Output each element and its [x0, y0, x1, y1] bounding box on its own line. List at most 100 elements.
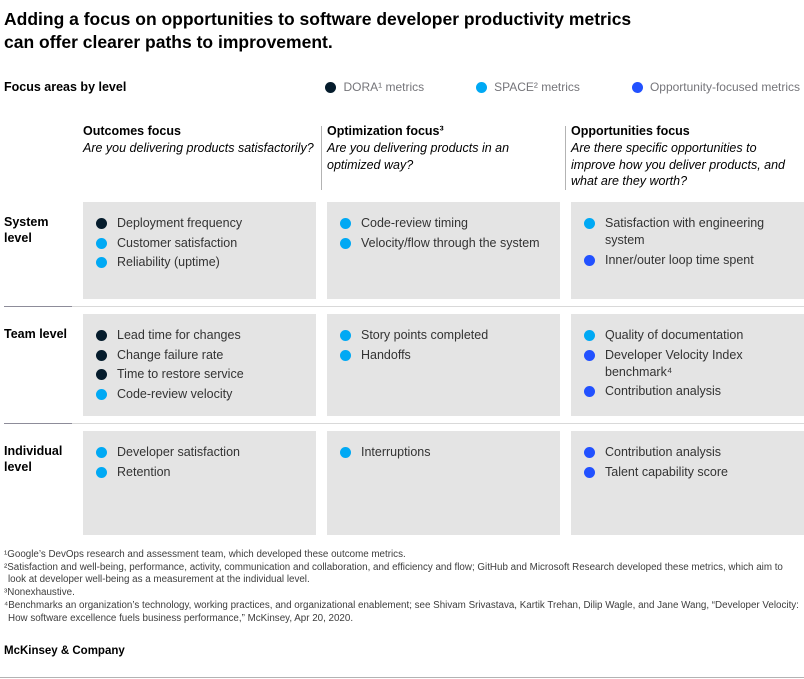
focus-areas-label: Focus areas by level: [4, 80, 127, 94]
metric-label: Contribution analysis: [605, 445, 722, 459]
metric-label: Retention: [117, 464, 171, 479]
metric-label: Satisfaction with engineering system: [605, 216, 765, 247]
opportunity-dot-icon: [584, 349, 595, 361]
dora-dot-icon: [96, 349, 107, 361]
metric-label: Handoffs: [361, 347, 411, 362]
legend-label-dora: DORA¹ metrics: [343, 80, 425, 94]
space-dot-icon: [584, 330, 595, 341]
footnotes: ¹Google’s DevOps research and assessment…: [4, 549, 804, 625]
metric-item: Talent capability score: [584, 464, 792, 481]
legend-item-dora: DORA¹ metrics: [325, 80, 424, 94]
space-dot-icon: [340, 237, 351, 249]
footnote-2: ²Satisfaction and well-being, performanc…: [4, 561, 783, 586]
legend-label-opportunity: Opportunity-focused metrics: [649, 80, 800, 94]
metric-label: Code-review timing: [361, 216, 468, 230]
metric-item: Lead time for changes: [96, 327, 304, 344]
column-header-opportunities: Opportunities focus Are there specific o…: [565, 124, 804, 202]
row-label-individual-level: Individual level: [4, 444, 63, 474]
metric-label: Developer Velocity Index benchmark⁴: [605, 347, 743, 379]
metric-item: Developer satisfaction: [96, 444, 304, 461]
row-label-team-level: Team level: [4, 327, 68, 341]
metric-label: Reliability (uptime): [117, 255, 220, 269]
space-dot-icon: [96, 257, 107, 268]
metric-label: Quality of documentation: [605, 328, 744, 342]
exhibit-title-line2: can offer clearer paths to improvement.: [4, 32, 333, 52]
space-dot-icon: [340, 349, 351, 361]
column-title: Opportunities focus: [571, 124, 690, 138]
metric-item: Satisfaction with engineering system: [584, 215, 792, 249]
opportunity-dot-icon: [584, 386, 595, 397]
metric-label: Inner/outer loop time spent: [605, 252, 754, 267]
opportunity-dot-icon: [584, 447, 595, 458]
metric-item: Deployment frequency: [96, 215, 304, 232]
opportunity-dot-icon: [584, 466, 595, 478]
row-divider: [4, 306, 804, 307]
legend-item-opportunity: Opportunity-focused metrics: [631, 80, 800, 94]
metric-item: Handoffs: [340, 347, 548, 364]
cell-individual-optimization: Interruptions: [327, 431, 560, 535]
metrics-table: Outcomes focus Are you delivering produc…: [4, 124, 804, 535]
space-dot-icon: [96, 388, 107, 400]
metric-item: Time to restore service: [96, 366, 304, 383]
footnote-4: ⁴Benchmarks an organization’s technology…: [4, 599, 799, 624]
metric-item: Customer satisfaction: [96, 235, 304, 252]
metric-item: Retention: [96, 464, 304, 481]
space-dot-icon: [96, 466, 107, 478]
legend-row: Focus areas by level DORA¹ metrics SPACE…: [4, 80, 804, 94]
mckinsey-brand: McKinsey & Company: [4, 645, 125, 658]
metric-item: Reliability (uptime): [96, 254, 304, 271]
metric-label: Interruptions: [361, 445, 431, 459]
legend: DORA¹ metrics SPACE² metrics Opportunity…: [325, 80, 800, 94]
metric-item: Story points completed: [340, 327, 548, 344]
metric-item: Change failure rate: [96, 347, 304, 364]
dora-dot-icon: [96, 218, 107, 229]
opportunity-dot-icon: [584, 254, 595, 266]
column-title: Optimization focus³: [327, 124, 444, 138]
legend-label-space: SPACE² metrics: [494, 80, 580, 94]
metric-label: Code-review velocity: [117, 386, 233, 401]
space-dot-icon: [340, 447, 351, 458]
metric-item: Developer Velocity Index benchmark⁴: [584, 347, 792, 381]
opportunity-dot-icon: [631, 81, 643, 93]
space-dot-icon: [584, 218, 595, 229]
metric-label: Time to restore service: [117, 367, 244, 381]
dora-dot-icon: [96, 369, 107, 380]
column-title: Outcomes focus: [83, 124, 181, 138]
metric-label: Velocity/flow through the system: [361, 235, 540, 250]
dora-dot-icon: [325, 81, 337, 93]
column-header-outcomes: Outcomes focus Are you delivering produc…: [83, 124, 316, 202]
metric-label: Lead time for changes: [117, 328, 241, 342]
column-question: Are you delivering products satisfactori…: [83, 141, 314, 155]
space-dot-icon: [96, 447, 107, 458]
footnote-3: ³Nonexhaustive.: [4, 587, 75, 599]
column-question: Are there specific opportunities to impr…: [571, 141, 786, 188]
table-corner-spacer: [4, 124, 72, 202]
space-dot-icon: [476, 81, 488, 93]
metric-item: Inner/outer loop time spent: [584, 252, 792, 269]
metric-label: Change failure rate: [117, 347, 224, 362]
legend-item-space: SPACE² metrics: [476, 80, 580, 94]
metric-item: Contribution analysis: [584, 383, 792, 400]
metric-item: Interruptions: [340, 444, 548, 461]
metric-item: Quality of documentation: [584, 327, 792, 344]
row-divider: [4, 423, 804, 424]
metric-label: Deployment frequency: [117, 216, 243, 230]
metric-item: Contribution analysis: [584, 444, 792, 461]
metric-label: Story points completed: [361, 328, 489, 342]
exhibit-title: Adding a focus on opportunities to softw…: [4, 8, 804, 54]
metric-label: Contribution analysis: [605, 384, 722, 398]
footnote-1: ¹Google’s DevOps research and assessment…: [4, 549, 406, 560]
metric-item: Code-review velocity: [96, 386, 304, 403]
metric-label: Customer satisfaction: [117, 235, 238, 250]
metric-label: Talent capability score: [605, 464, 728, 479]
metric-label: Developer satisfaction: [117, 445, 240, 459]
